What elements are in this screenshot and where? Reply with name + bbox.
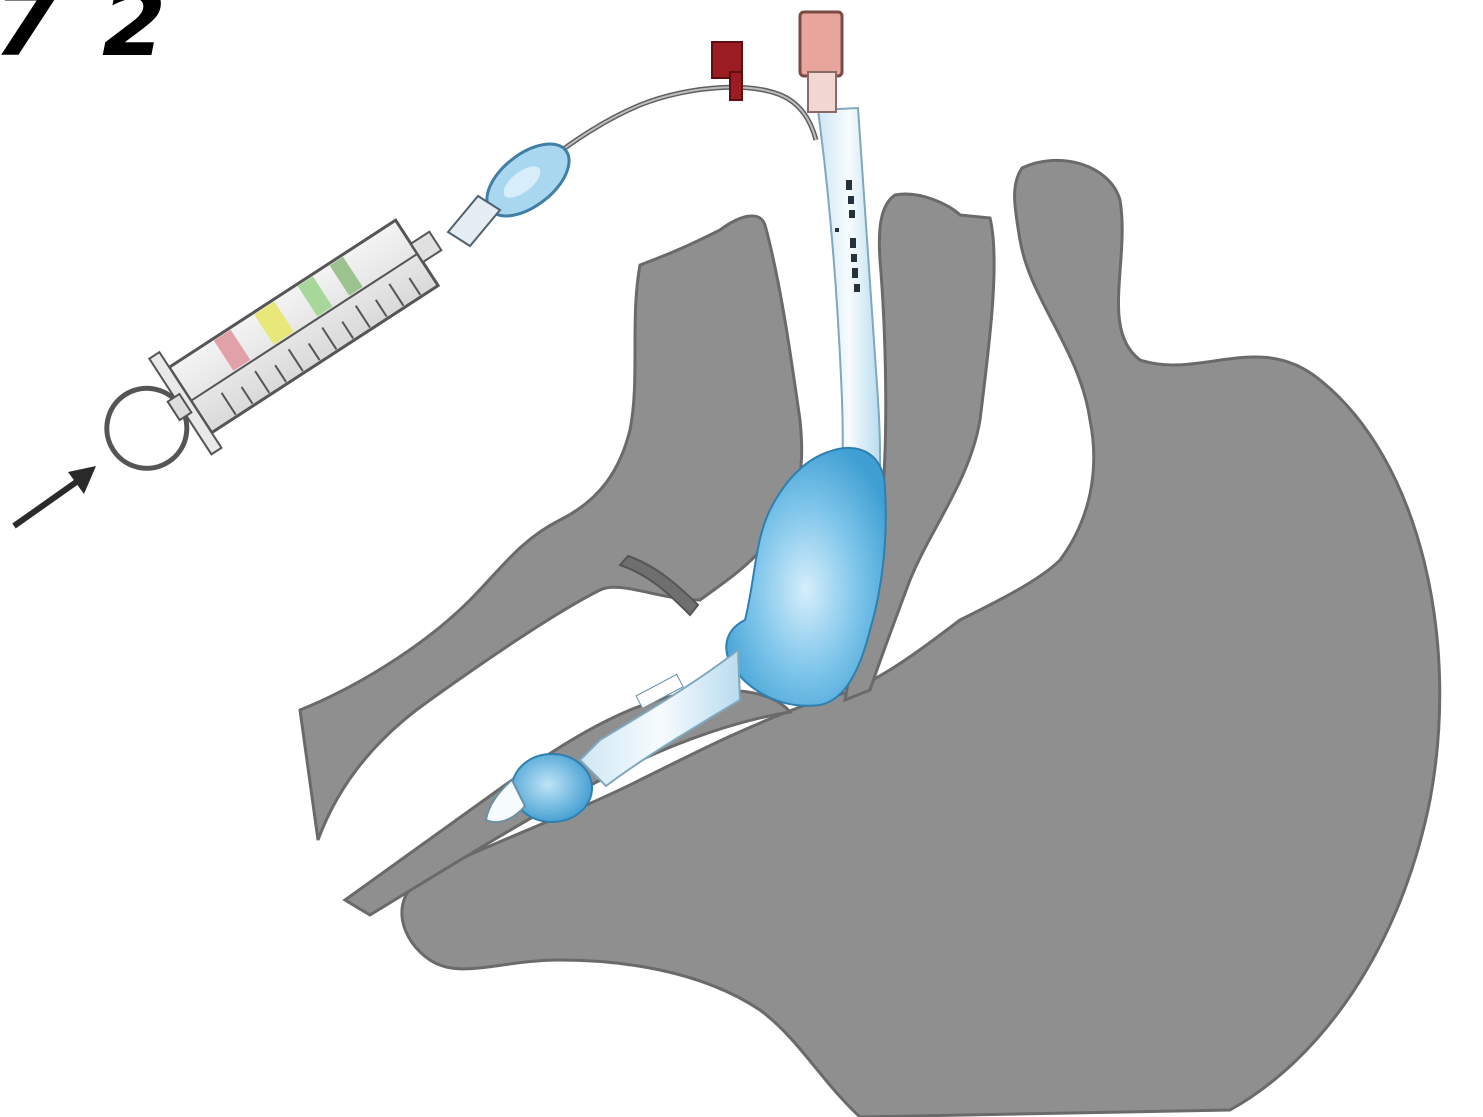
distal-cuff — [512, 754, 592, 822]
syringe — [82, 193, 466, 498]
pilot-valve — [712, 42, 742, 100]
push-arrow — [14, 466, 96, 526]
tube-connector — [800, 12, 842, 76]
